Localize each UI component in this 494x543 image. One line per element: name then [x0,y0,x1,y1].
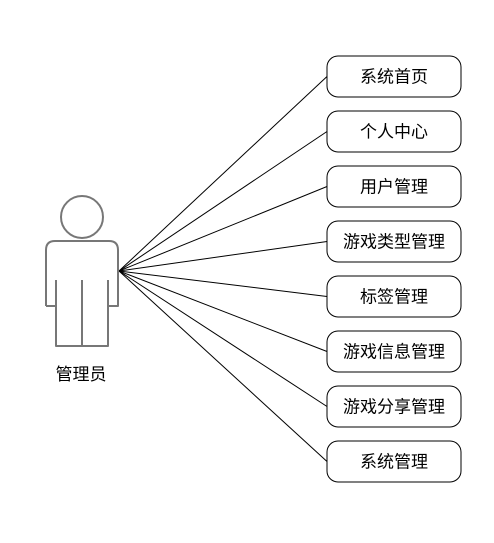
connector-line [118,270,328,407]
use-case-label: 游戏分享管理 [343,398,445,418]
use-case-box [326,55,462,98]
use-case: 游戏信息管理 [326,330,462,373]
use-case-box [326,165,462,208]
use-case: 标签管理 [326,275,462,318]
connector-line [118,131,328,272]
use-case-label: 系统管理 [360,453,428,473]
connector-lines [118,76,328,462]
use-case: 游戏类型管理 [326,220,462,263]
use-case-label: 标签管理 [360,288,428,308]
use-case-label: 系统首页 [360,68,428,88]
use-case-box [326,110,462,153]
connector-line [118,270,328,297]
use-case: 用户管理 [326,165,462,208]
use-case-label: 游戏信息管理 [343,343,445,363]
actor-body [45,240,119,347]
connector-line [118,241,328,272]
use-case-label: 个人中心 [360,123,428,143]
actor-figure [45,195,119,347]
use-case-box [326,440,462,483]
use-case-box [326,220,462,263]
actor-head [60,195,104,239]
actor-label: 管理员 [56,365,107,385]
use-case-label: 游戏类型管理 [343,233,445,253]
use-case-label: 用户管理 [360,178,428,198]
connector-line [118,186,328,272]
use-case-box [326,330,462,373]
use-case-box [326,275,462,318]
connector-line [118,270,328,462]
use-case: 个人中心 [326,110,462,153]
connector-line [118,270,328,352]
use-case-box [326,385,462,428]
use-case: 系统首页 [326,55,462,98]
use-case: 游戏分享管理 [326,385,462,428]
connector-line [118,76,328,272]
use-case: 系统管理 [326,440,462,483]
